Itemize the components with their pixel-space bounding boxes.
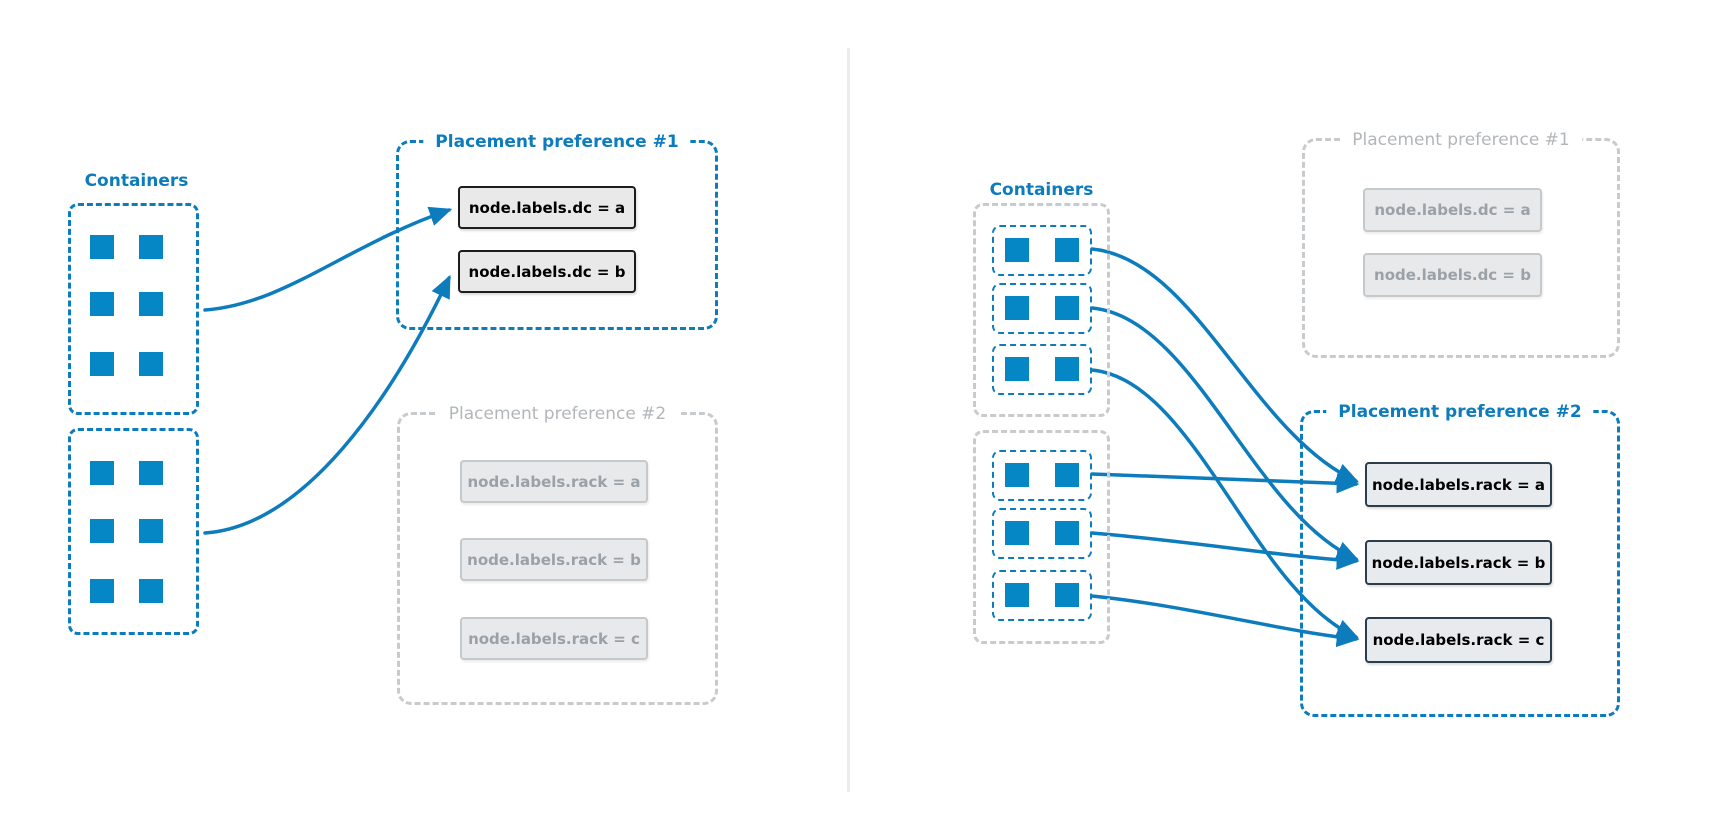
container-subgroup [992, 570, 1092, 621]
container-icon [90, 579, 114, 603]
container-icon [90, 352, 114, 376]
placement-preference-2-group: Placement preference #2 node.labels.rack… [397, 401, 718, 705]
node-label-box: node.labels.rack = b [1365, 540, 1552, 585]
node-label-box: node.labels.rack = c [460, 617, 648, 660]
node-label-box: node.labels.dc = a [458, 186, 636, 229]
panel-divider [847, 48, 850, 792]
container-group [68, 428, 199, 635]
container-icon [1055, 521, 1079, 545]
container-icon [139, 235, 163, 259]
container-subgroup [992, 344, 1092, 395]
preference-title: Placement preference #2 [436, 401, 679, 427]
preference-title: Placement preference #1 [423, 129, 691, 155]
node-label-box: node.labels.rack = a [1365, 462, 1552, 507]
container-icon [1005, 583, 1029, 607]
node-label-box: node.labels.rack = a [460, 460, 648, 503]
containers-label: Containers [84, 171, 189, 191]
container-icon [139, 519, 163, 543]
container-icon [90, 235, 114, 259]
container-icon [1055, 583, 1079, 607]
container-icon [1005, 521, 1029, 545]
container-icon [139, 579, 163, 603]
node-label-box: node.labels.dc = b [458, 250, 636, 293]
container-group [68, 203, 199, 415]
container-icon [90, 292, 114, 316]
container-icon [1005, 238, 1029, 262]
container-icon [139, 461, 163, 485]
placement-preference-1-group: Placement preference #1 node.labels.dc =… [396, 129, 718, 330]
spread-group [973, 430, 1110, 644]
preference-title: Placement preference #2 [1326, 399, 1594, 425]
container-icon [1055, 296, 1079, 320]
placement-preference-2-group: Placement preference #2 node.labels.rack… [1300, 399, 1620, 717]
container-icon [1005, 463, 1029, 487]
container-icon [1005, 357, 1029, 381]
container-icon [1055, 238, 1079, 262]
container-icon [90, 519, 114, 543]
node-label-box: node.labels.rack = c [1365, 617, 1552, 663]
container-icon [139, 292, 163, 316]
container-subgroup [992, 225, 1092, 276]
placement-preference-1-group: Placement preference #1 node.labels.dc =… [1302, 127, 1620, 358]
container-subgroup [992, 508, 1092, 559]
container-subgroup [992, 450, 1092, 501]
container-icon [139, 352, 163, 376]
container-icon [90, 461, 114, 485]
container-icon [1055, 463, 1079, 487]
container-icon [1055, 357, 1079, 381]
node-label-box: node.labels.dc = b [1363, 253, 1542, 297]
preference-title: Placement preference #1 [1340, 127, 1582, 153]
spread-group [973, 203, 1110, 417]
containers-label: Containers [989, 180, 1094, 200]
node-label-box: node.labels.dc = a [1363, 188, 1542, 232]
container-subgroup [992, 283, 1092, 334]
container-icon [1005, 296, 1029, 320]
node-label-box: node.labels.rack = b [460, 538, 648, 581]
